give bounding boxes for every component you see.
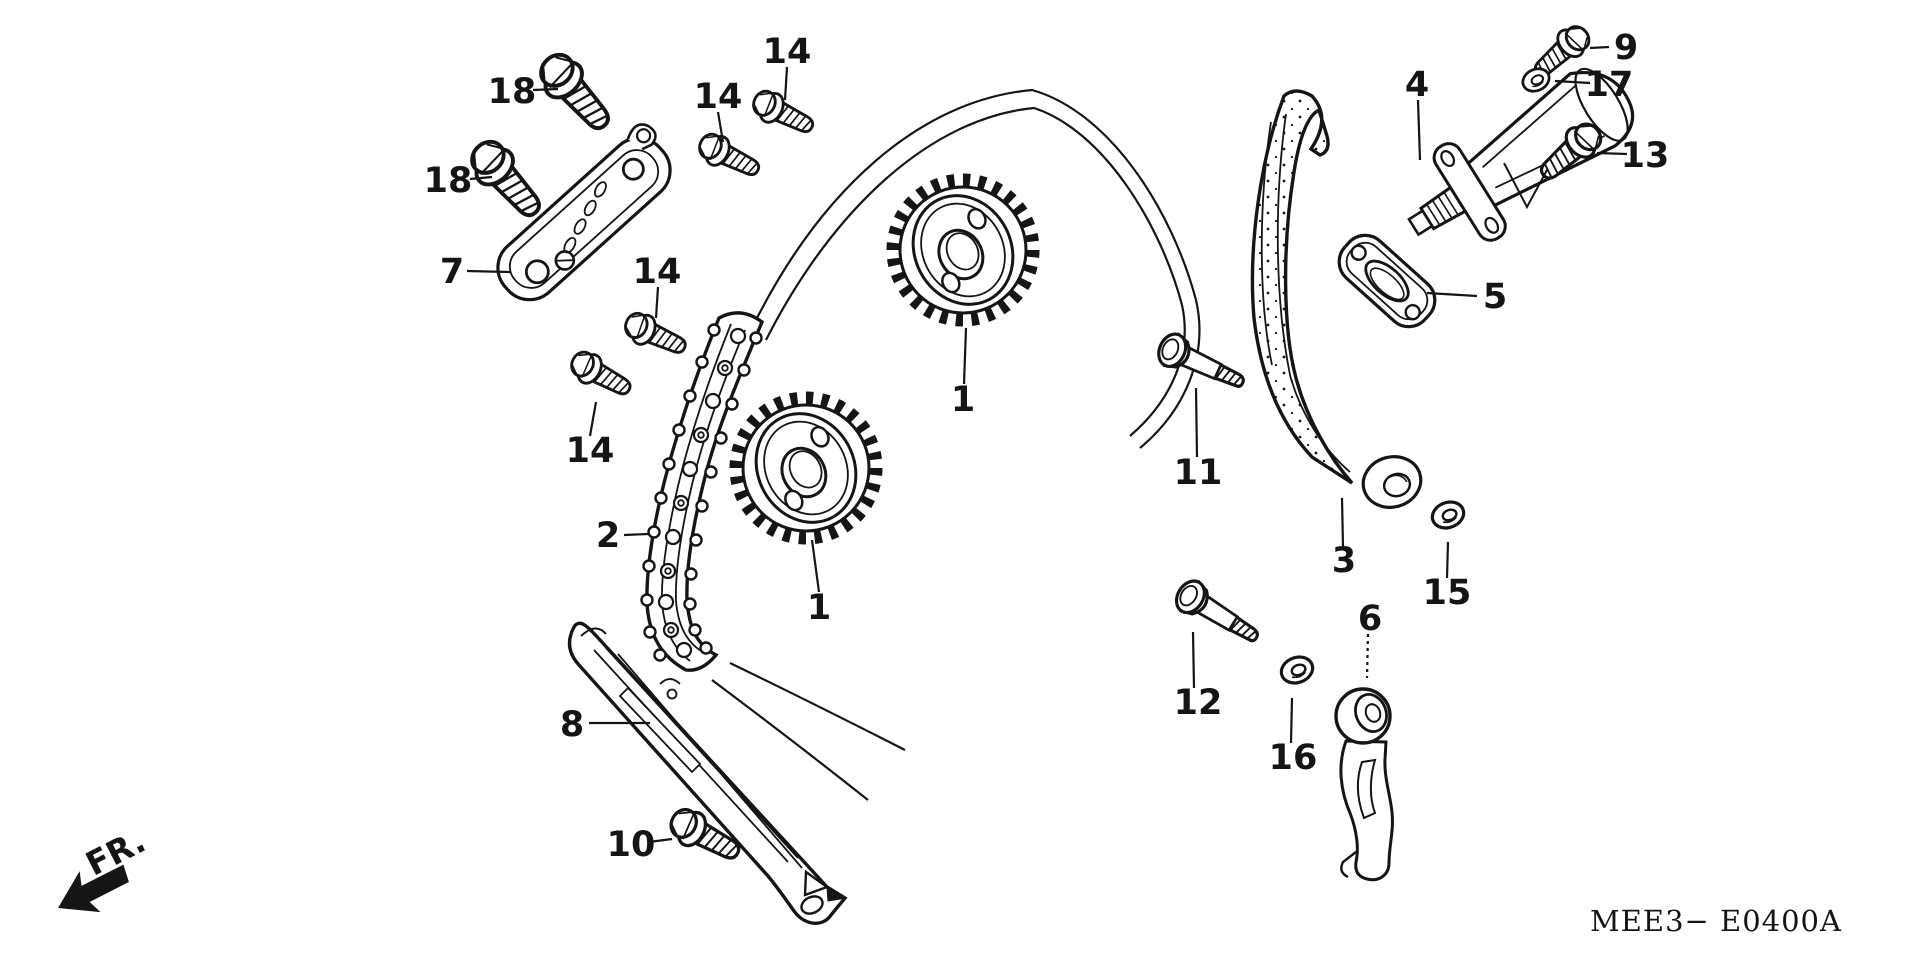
part-4-tensioner-lifter — [1407, 67, 1635, 242]
part-1-cam-sprocket-lower — [736, 396, 876, 540]
callout-1-upper: 1 — [951, 380, 975, 420]
fr-arrow-icon — [58, 864, 129, 913]
callout-5: 5 — [1483, 277, 1507, 317]
part-18-flange-bolt-b — [459, 131, 554, 229]
fr-label: FR. — [79, 821, 151, 883]
fr-direction-arrow: FR. — [58, 821, 152, 913]
callout-18-b: 18 — [424, 161, 473, 201]
part-6-roller-arm — [1334, 687, 1394, 882]
callout-8: 8 — [560, 705, 584, 745]
callout-11: 11 — [1174, 453, 1223, 493]
callout-15: 15 — [1423, 573, 1472, 613]
callout-12: 12 — [1174, 683, 1223, 723]
part-15-washer — [1427, 496, 1469, 534]
part-18-flange-bolt-a — [528, 44, 623, 142]
callout-4: 4 — [1405, 65, 1429, 105]
part-7-setting-plate — [496, 123, 672, 302]
part-14-bolt-b — [692, 127, 766, 186]
part-11-socket-bolt — [1152, 328, 1252, 400]
part-14-bolt-d — [564, 345, 638, 405]
callout-18-a: 18 — [488, 72, 537, 112]
drawing-code: MEE3− E0400A — [1590, 904, 1842, 938]
callout-16: 16 — [1269, 738, 1318, 778]
callout-9: 9 — [1614, 28, 1638, 68]
part-2-cam-chain — [640, 311, 765, 672]
callout-14-d: 14 — [566, 431, 615, 471]
part-12-socket-bolt — [1169, 574, 1267, 654]
part-16-washer — [1276, 651, 1318, 689]
callout-13: 13 — [1621, 136, 1670, 176]
callout-1-lower: 1 — [807, 588, 831, 628]
callout-14-b: 14 — [694, 77, 743, 117]
callout-14-c: 14 — [633, 252, 682, 292]
callout-7: 7 — [440, 252, 464, 292]
callout-leader-lines — [466, 45, 1628, 844]
callout-3: 3 — [1332, 541, 1356, 581]
callout-14-a: 14 — [763, 32, 812, 72]
part-1-cam-sprocket-upper — [893, 178, 1033, 322]
part-8-chain-guide — [567, 621, 848, 925]
callout-2: 2 — [596, 516, 620, 556]
callout-10: 10 — [607, 825, 656, 865]
callout-6: 6 — [1358, 599, 1382, 639]
part-3-tensioner-arm — [1250, 89, 1423, 509]
part-14-bolt-a — [746, 84, 820, 143]
callout-17: 17 — [1585, 65, 1634, 105]
part-5-gasket — [1337, 233, 1437, 329]
